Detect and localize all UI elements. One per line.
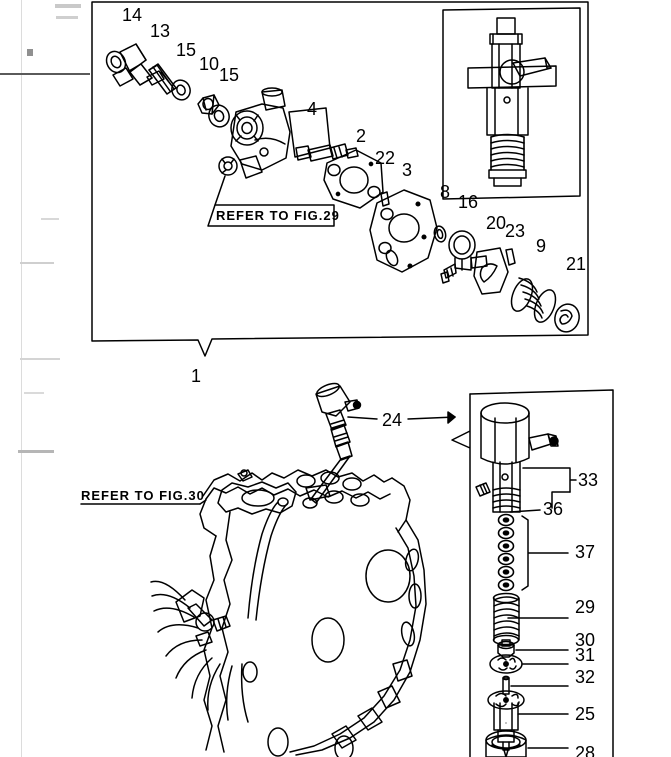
injector-exploded-box [451,389,614,757]
scan-artifact-speck-f [18,450,54,453]
part-number-15-upper: 15 [176,40,197,60]
injection-pump-body-drawing [218,87,291,179]
part-23-pin-drawing [505,248,516,266]
part-number-3: 3 [402,160,413,180]
part-number-24: 24 [382,410,403,430]
part-22-pin-drawing [380,191,390,207]
part-33-nozzle-holder-drawing [475,402,559,513]
part-37-bracket [521,515,569,591]
part-32-pin-drawing [502,675,510,695]
part-number-23: 23 [505,221,526,241]
part-4-control-rack-drawing [288,107,359,162]
part-number-31: 31 [575,645,596,665]
part-13-screw-drawing [148,63,177,95]
part-9-spring-drawing [510,277,557,323]
part-number-13: 13 [150,21,171,41]
part-14-fitting-drawing [105,43,165,87]
engine-block-drawing [150,469,427,757]
part-number-4: 4 [307,99,318,119]
part-33-bracket [522,467,577,509]
part-number-2: 2 [356,126,367,146]
scan-artifact-speck-c [56,16,78,19]
part-8-o-ring-drawing [433,225,447,243]
scan-artifact-horizontal-rule [0,73,90,75]
scan-artifact-speck-a [27,49,33,56]
part-number-30: 30 [575,630,596,650]
part-number-25: 25 [575,704,596,724]
part-number-8: 8 [440,182,451,202]
part-36-leader-line [509,509,541,513]
top-assembly-box [91,1,589,357]
part-number-15-lower: 15 [219,65,240,85]
part-21-seat-drawing [554,303,580,333]
part-number-16: 16 [458,192,479,212]
part-15-washer-lower-drawing [208,104,230,128]
part-16-plunger-barrel-drawing [440,230,488,284]
part-number-29: 29 [575,597,596,617]
part-number-33: 33 [578,470,599,490]
part-20-spring-seat-drawing [473,247,509,295]
part-number-28: 28 [575,743,596,757]
refer-fig-29-leader [207,175,335,227]
part-29-spring-drawing [492,592,520,646]
part-number-22: 22 [375,148,396,168]
part-number-21: 21 [566,254,587,274]
part-30-seat-drawing [497,639,515,658]
part-15-washer-upper-drawing [171,79,191,101]
part-24-injector-drawing [310,382,362,504]
part-number-20: 20 [486,213,507,233]
injection-pump-inset-box [442,7,581,200]
scan-artifact-speck-g [24,392,44,394]
refer-to-fig-29-label: REFER TO FIG.29 [216,208,340,223]
part-number-14: 14 [122,5,143,25]
part-37-shims-drawing [497,513,515,592]
part-3-flange-drawing [369,189,438,273]
scan-artifact-speck-h [41,218,59,220]
part-28-nut-drawing [485,722,527,757]
scan-artifact-vertical-rule [21,0,22,757]
part-24-leader-line [347,411,456,424]
scan-artifact-speck-b [55,4,81,8]
assembled-injection-pump-drawing [467,17,557,187]
part-number-10: 10 [199,54,220,74]
part-number-9: 9 [536,236,547,256]
refer-to-fig-30-label: REFER TO FIG.30 [81,488,205,503]
scan-artifact-speck-e [20,358,60,360]
refer-fig-30-leader [80,499,207,505]
assembly-group-number-1: 1 [191,366,202,386]
part-2-gasket-drawing [323,149,384,209]
part-10-nut-drawing [197,94,220,115]
part-number-37: 37 [575,542,596,562]
part-number-36: 36 [543,499,564,519]
scan-artifact-speck-d [20,262,54,264]
part-number-32: 32 [575,667,596,687]
